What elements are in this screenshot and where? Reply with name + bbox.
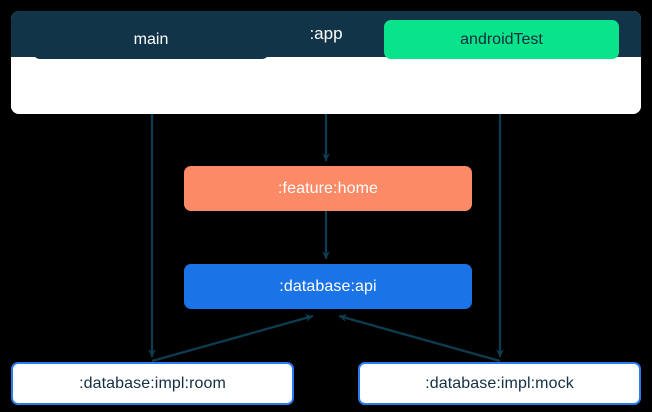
edge-database-impl-mock-to-database-api (338, 314, 501, 363)
node-database-impl-room[interactable]: :database:impl:room (11, 362, 294, 405)
source-set-main[interactable]: main (33, 20, 269, 59)
edge-database-impl-room-to-database-api (151, 314, 314, 363)
cluster-app-body (11, 57, 641, 114)
node-feature-home[interactable]: :feature:home (184, 166, 472, 211)
node-database-impl-mock[interactable]: :database:impl:mock (358, 362, 641, 405)
node-database-api[interactable]: :database:api (184, 264, 472, 309)
source-set-androidtest[interactable]: androidTest (384, 20, 619, 59)
cluster-app[interactable]: :app main androidTest (11, 11, 641, 114)
